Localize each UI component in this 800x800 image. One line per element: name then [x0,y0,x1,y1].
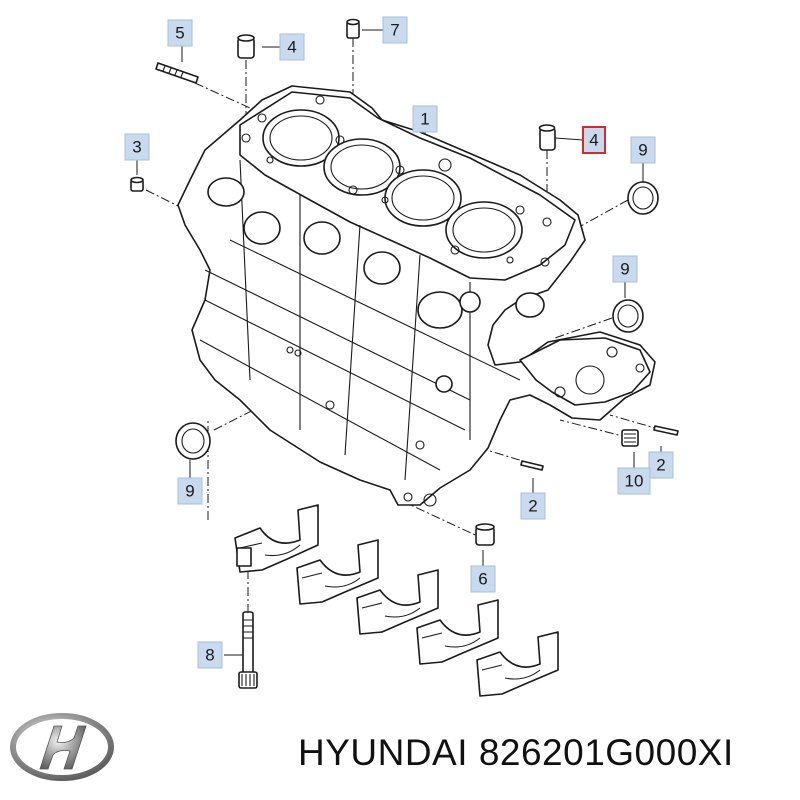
callout-3: 3 [124,133,150,161]
callout-5: 5 [167,19,193,47]
svg-text:10: 10 [625,472,644,491]
svg-text:4: 4 [287,38,296,57]
part-caption: HYUNDAI 826201G000XI [298,732,734,774]
main-bearing-caps [234,504,559,697]
svg-text:9: 9 [638,141,647,160]
svg-text:1: 1 [420,110,429,129]
svg-text:9: 9 [620,260,629,279]
callout-9-bottom: 9 [177,477,203,505]
deck-holes [241,95,552,267]
svg-text:5: 5 [175,24,184,43]
callout-4-highlighted: 4 [582,126,606,154]
callout-2-middle: 2 [520,492,546,520]
svg-text:8: 8 [205,646,214,665]
callout-6: 6 [470,565,496,593]
engine-block [177,85,656,507]
svg-text:4: 4 [589,131,598,150]
callout-labels: 5 4 7 1 3 4 9 9 [124,16,674,669]
brand-name: HYUNDAI [298,732,469,773]
svg-text:6: 6 [478,570,487,589]
svg-text:3: 3 [132,138,141,157]
hyundai-logo-icon [10,713,114,781]
svg-text:9: 9 [185,482,194,501]
block-ribs [199,159,521,481]
small-parts [130,18,679,689]
block-openings [207,177,545,507]
svg-text:2: 2 [656,456,665,475]
callout-1: 1 [412,105,438,133]
callout-7: 7 [382,16,408,44]
part-number: 826201G000XI [478,732,734,773]
callout-9-middle: 9 [612,255,638,283]
callout-9-top: 9 [630,136,656,164]
svg-text:7: 7 [390,21,399,40]
callout-2-right: 2 [648,451,674,479]
cylinder-bores [262,109,523,259]
callout-10: 10 [617,467,651,495]
callout-8: 8 [197,641,223,669]
callout-4-top: 4 [279,33,305,61]
svg-text:2: 2 [528,497,537,516]
